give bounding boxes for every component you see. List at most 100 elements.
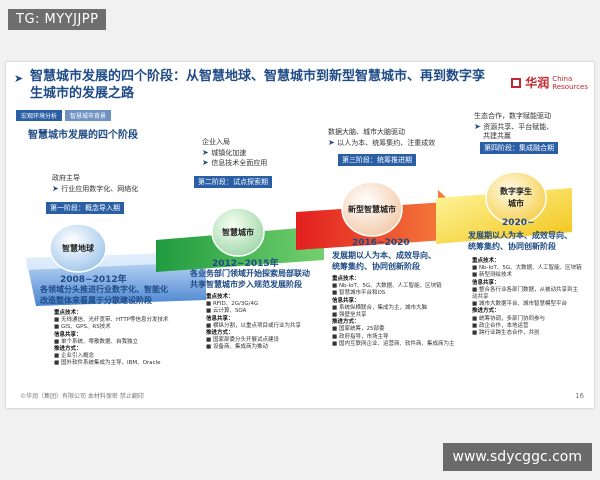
stage-4-detail-6: ■ 城市大数据平台、城市智慧模型平台 xyxy=(472,301,567,308)
stage-1-desc: 各领域分头推进行业数字化、智能化 改造整体来看属于分散建设阶段 xyxy=(40,284,168,306)
bullet-icon: ➤ xyxy=(328,137,338,147)
stage-2-tag: 第二阶段：试点探索期 xyxy=(194,176,272,188)
stage-3-detail-6: 推进方式： xyxy=(332,319,360,326)
logo-en-2: Resources xyxy=(552,82,588,91)
stage-2-detail-0: 重点技术： xyxy=(206,294,234,300)
stage-2-intro-head: 企业入局 xyxy=(202,138,230,146)
slide: ➤ 智慧城市发展的四个阶段：从智慧地球、智慧城市到新型智慧城市、再到数字孪生城市… xyxy=(6,62,594,408)
stage-1-detail-3: 信息共享： xyxy=(54,331,82,338)
stage-4-detail-3: 信息共享： xyxy=(472,279,500,286)
stair-graphic xyxy=(26,171,572,306)
circle-2-shape xyxy=(211,207,265,257)
stage-2-detail-3: 信息共享： xyxy=(206,315,234,322)
stage-4-details: 重点技术： ■ Nb-IoT、5G、大数据、人工智能、区块链 ■ 新型测绘技术 … xyxy=(472,258,582,337)
stage-3-detail-3: 信息共享： xyxy=(332,297,360,304)
stage-2-intro-item-1: ➤ 城镇化加速 xyxy=(202,148,267,159)
stage-4-circle-line-1: 数字孪生 xyxy=(500,187,532,196)
stage-1-detail-6: ■ 企业引入概念 xyxy=(54,353,94,360)
logo-cn: 华润 xyxy=(525,76,550,90)
stage-4-detail-9: ■ 政企合作，本地运营 xyxy=(472,322,529,329)
stage-3-intro-head: 数据大脑、城市大脑驱动 xyxy=(328,128,405,136)
breadcrumb: 宏观环境分析 智慧城市背景 xyxy=(16,110,112,121)
bullet-icon: ➤ xyxy=(202,158,212,167)
bullet-icon: ➤ xyxy=(202,147,212,157)
stage-2-intro-item-1-text: 城镇化加速 xyxy=(211,148,247,157)
stage-2-desc-line-1: 各业务部门领域开始探索局部联动 xyxy=(190,269,310,278)
circle-4-shape xyxy=(485,171,547,225)
breadcrumb-item-1: 宏观环境分析 xyxy=(16,110,63,121)
watermark-bottom: www.sdycggc.com xyxy=(442,443,592,471)
stage-3-detail-8: ■ 政府指导，市场主导 xyxy=(332,333,389,340)
stage-2-detail-2: ■ 云计算、SOA xyxy=(206,308,247,315)
stage-1-detail-5: 推进方式： xyxy=(54,346,82,353)
logo-mark-icon xyxy=(511,77,522,88)
bullet-icon: ➤ xyxy=(474,121,484,131)
stage-4-intro-item-1-text: 资源共享、平台赋能、 xyxy=(483,122,554,131)
stage-1-detail-7: ■ 国外软件系统集成为主导，IBM、Oracle xyxy=(54,360,161,367)
stage-1-detail-4: ■ 单个系统、零散数据、自我独立 xyxy=(54,338,138,345)
stage-3-tag: 第三阶段：统筹推进期 xyxy=(338,154,416,166)
stage-3-detail-4: ■ 系统纵横联合，集成为主，城市大脑 xyxy=(332,304,427,311)
page-number: 16 xyxy=(575,392,584,400)
stage-3-desc-line-1: 发展期以人为本、成效导向、 xyxy=(332,251,436,260)
stage-4-detail-1: ■ Nb-IoT、5G、大数据、人工智能、区块链 xyxy=(472,265,582,272)
stage-1-detail-0: 重点技术： xyxy=(54,310,82,316)
stage-4-desc: 发展期以人为本、成效导向、 统筹集约、协同创新阶段 xyxy=(468,230,572,252)
stage-3-detail-1: ■ Nb-IoT、5G、大数据、人工智能、区块链 xyxy=(332,283,442,290)
stage-4-detail-4: ■ 整合各行业各部门数据，从被动共享到主 xyxy=(472,286,578,293)
stage-2-circle-label: 智慧城市 xyxy=(222,227,254,237)
breadcrumb-item-2: 智慧城市背景 xyxy=(65,110,112,121)
stage-1-intro-head: 政府主导 xyxy=(52,174,80,182)
stage-2-intro: 企业入局 ➤ 城镇化加速 ➤ 信息技术全面应用 xyxy=(202,138,267,169)
stage-2-details: 重点技术： ■ RFID、2G/3G/4G ■ 云计算、SOA 信息共享： ■ … xyxy=(206,294,301,352)
watermark-top: TG: MYYJJPP xyxy=(8,9,107,30)
stage-3-year: 2016~2020 xyxy=(352,238,410,248)
stage-3-detail-2: ■ 智慧城市平台和OS xyxy=(332,290,386,297)
circle-1-shape xyxy=(49,223,107,273)
stage-3-intro-item-1-text: 以人为本、统筹集约、注重成效 xyxy=(337,138,436,147)
stage-4-intro: 生态合作，数字赋能驱动 ➤ 资源共享、平台赋能、 共建共赢 xyxy=(474,112,553,142)
stage-3-desc: 发展期以人为本、成效导向、 统筹集约、协同创新阶段 xyxy=(332,250,436,272)
stage-1-year: 2008~2012年 xyxy=(60,275,127,285)
slide-title: 智慧城市发展的四个阶段：从智慧地球、智慧城市到新型智慧城市、再到数字孪生城市的发… xyxy=(30,69,486,101)
stage-4-year: 2020~ xyxy=(502,218,535,228)
stage-3-circle-label: 新型智慧城市 xyxy=(348,204,396,214)
stage-1-tag: 第一阶段：概念导入期 xyxy=(46,202,124,214)
stage-4-detail-5: 动共享 xyxy=(472,294,489,301)
stage-2-detail-7: ■ 设备商、集成商为推动 xyxy=(206,344,268,351)
stage-4-detail-10: ■ 跨行业跨生态合作，共创 xyxy=(472,330,540,337)
stage-1-desc-line-2: 改造整体来看属于分散建设阶段 xyxy=(40,296,152,305)
stage-2-detail-4: ■ 横纵分割，以重点项目或行业为共享 xyxy=(206,322,301,329)
stage-1-details: 重点技术： ■ 无线通信、光纤宽带、HTTP等信息分发技术 ■ GIS、GPS、… xyxy=(54,310,169,368)
stage-3-desc-line-2: 统筹集约、协同创新阶段 xyxy=(332,262,420,271)
stage-1-intro-item: ➤ 行业应用数字化、网络化 xyxy=(52,184,138,195)
stage-4-circle-label: 数字孪生 城市 xyxy=(488,182,544,214)
title-arrow-icon: ➤ xyxy=(14,72,24,85)
stage-2-intro-item-2-text: 信息技术全面应用 xyxy=(211,159,268,167)
stage-4-intro-item-2-text: 共建共赢 xyxy=(483,132,511,140)
stage-4-intro-head: 生态合作，数字赋能驱动 xyxy=(474,112,551,120)
stage-3-detail-0: 重点技术： xyxy=(332,276,360,282)
stage-4-desc-line-2: 统筹集约、协同创新阶段 xyxy=(468,242,556,251)
stage-1-intro-item-text: 行业应用数字化、网络化 xyxy=(61,184,139,193)
stage-4-detail-0: 重点技术： xyxy=(472,258,500,264)
stage-4-circle-line-2: 城市 xyxy=(508,199,524,208)
stage-3-intro: 数据大脑、城市大脑驱动 ➤ 以人为本、统筹集约、注重成效 xyxy=(328,128,435,148)
stage-1-detail-1: ■ 无线通信、光纤宽带、HTTP等信息分发技术 xyxy=(54,317,169,324)
stage-4-detail-8: ■ 统筹协调，多部门协同参与 xyxy=(472,315,545,322)
stage-2-desc: 各业务部门领域开始探索局部联动 共享智慧城市步入规范发展阶段 xyxy=(190,268,310,290)
stage-1-circle-label: 智慧地球 xyxy=(62,243,94,253)
stage-4-desc-line-1: 发展期以人为本、成效导向、 xyxy=(468,231,572,240)
stage-3-details: 重点技术： ■ Nb-IoT、5G、大数据、人工智能、区块链 ■ 智慧城市平台和… xyxy=(332,276,454,348)
stage-1-intro: 政府主导 ➤ 行业应用数字化、网络化 xyxy=(52,174,138,194)
stage-1-desc-line-1: 各领域分头推进行业数字化、智能化 xyxy=(40,285,168,294)
stage-3-intro-item-1: ➤ 以人为本、统筹集约、注重成效 xyxy=(328,138,435,149)
stage-4-detail-2: ■ 新型测绘技术 xyxy=(472,272,512,279)
stage-4-intro-item-2: 共建共赢 xyxy=(474,132,553,142)
stage-1-detail-2: ■ GIS、GPS、RS技术 xyxy=(54,324,111,331)
stage-2-year: 2012~2015年 xyxy=(212,259,279,269)
footer-text: ©华润（集团）有限公司 本材料保密 禁止翻印 xyxy=(20,393,144,400)
stage-3-detail-5: ■ 强壁垒共享 xyxy=(332,312,367,319)
